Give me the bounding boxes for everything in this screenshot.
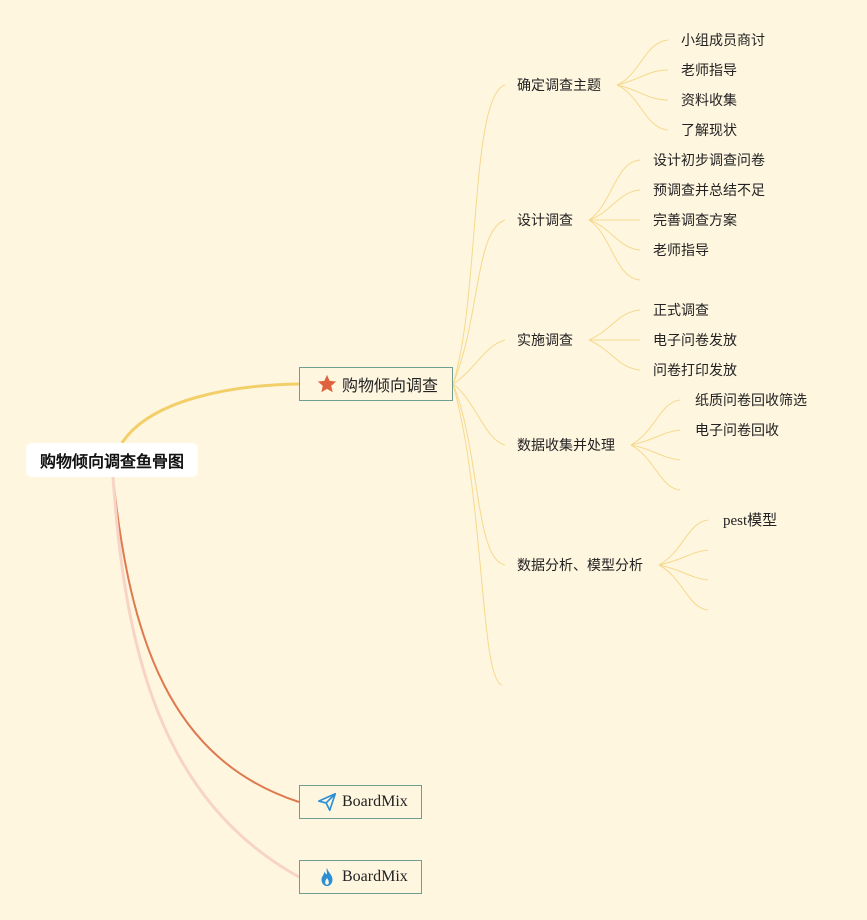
b1-child-2[interactable]: 老师指导: [681, 63, 737, 79]
connector-b3-c1: [588, 309, 641, 341]
connector-b1-c1: [616, 39, 669, 86]
b2-child-4[interactable]: 老师指导: [653, 243, 709, 259]
b5-child-1[interactable]: pest模型: [723, 513, 778, 529]
connector-b5-c3: [658, 564, 709, 581]
star-icon: [316, 373, 338, 395]
connector-branch-4: [452, 383, 506, 446]
connector-b2-c1: [588, 159, 641, 221]
branch-label-5[interactable]: 数据分析、模型分析: [517, 558, 643, 574]
connector-b4-c4: [630, 444, 681, 491]
main-topic-node[interactable]: 购物倾向调查: [299, 367, 453, 401]
root-node-label: 购物倾向调查鱼骨图: [39, 452, 184, 471]
connector-branch-2: [452, 219, 506, 385]
branch-label-1[interactable]: 确定调查主题: [517, 78, 601, 94]
connector-root-main-topic: [120, 382, 300, 444]
connector-b5-c4: [658, 564, 709, 611]
connector-branch-1: [452, 84, 506, 385]
b4-child-2[interactable]: 电子问卷回收: [695, 423, 779, 439]
branch-label-4[interactable]: 数据收集并处理: [517, 438, 615, 454]
b3-child-1[interactable]: 正式调查: [653, 303, 709, 319]
branch-label-2[interactable]: 设计调查: [517, 213, 573, 229]
connector-root-boardmix-1: [112, 476, 300, 803]
connector-branch-3: [452, 339, 506, 385]
connector-b1-c3: [616, 84, 669, 101]
connector-b1-c2: [616, 69, 669, 86]
connector-root-boardmix-2: [111, 476, 300, 879]
b2-child-2[interactable]: 预调查并总结不足: [653, 183, 765, 199]
connector-branch-5: [452, 383, 506, 566]
b1-child-1[interactable]: 小组成员商讨: [681, 33, 765, 49]
connector-b2-c2: [588, 189, 641, 221]
b2-child-3[interactable]: 完善调查方案: [653, 213, 737, 229]
b2-child-1[interactable]: 设计初步调查问卷: [653, 153, 765, 169]
b1-child-3[interactable]: 资料收集: [681, 93, 737, 109]
boardmix-node-2[interactable]: BoardMix: [299, 860, 422, 894]
connector-b3-c3: [588, 339, 641, 371]
connector-b2-c5: [588, 219, 641, 281]
connector-b4-c2: [630, 429, 681, 446]
b3-child-3[interactable]: 问卷打印发放: [653, 363, 737, 379]
connector-b4-c3: [630, 444, 681, 461]
b1-child-4[interactable]: 了解现状: [681, 123, 737, 139]
main-topic-label: 购物倾向调查: [342, 376, 439, 395]
b3-child-2[interactable]: 电子问卷发放: [653, 333, 737, 349]
connector-b2-c4: [588, 219, 641, 251]
flame-icon: [316, 866, 338, 888]
connector-b1-c4: [616, 84, 669, 131]
boardmix-node-2-label: BoardMix: [342, 868, 408, 885]
paper-plane-icon: [316, 791, 338, 813]
connector-b5-c1: [658, 519, 709, 566]
connector-b4-c1: [630, 399, 681, 446]
connector-b5-c2: [658, 549, 709, 566]
connector-branch-6: [452, 383, 503, 686]
b4-child-1[interactable]: 纸质问卷回收筛选: [695, 393, 807, 409]
branch-label-3[interactable]: 实施调查: [517, 333, 573, 349]
boardmix-node-1-label: BoardMix: [342, 793, 408, 810]
boardmix-node-1[interactable]: BoardMix: [299, 785, 422, 819]
root-node[interactable]: 购物倾向调查鱼骨图: [26, 443, 198, 477]
